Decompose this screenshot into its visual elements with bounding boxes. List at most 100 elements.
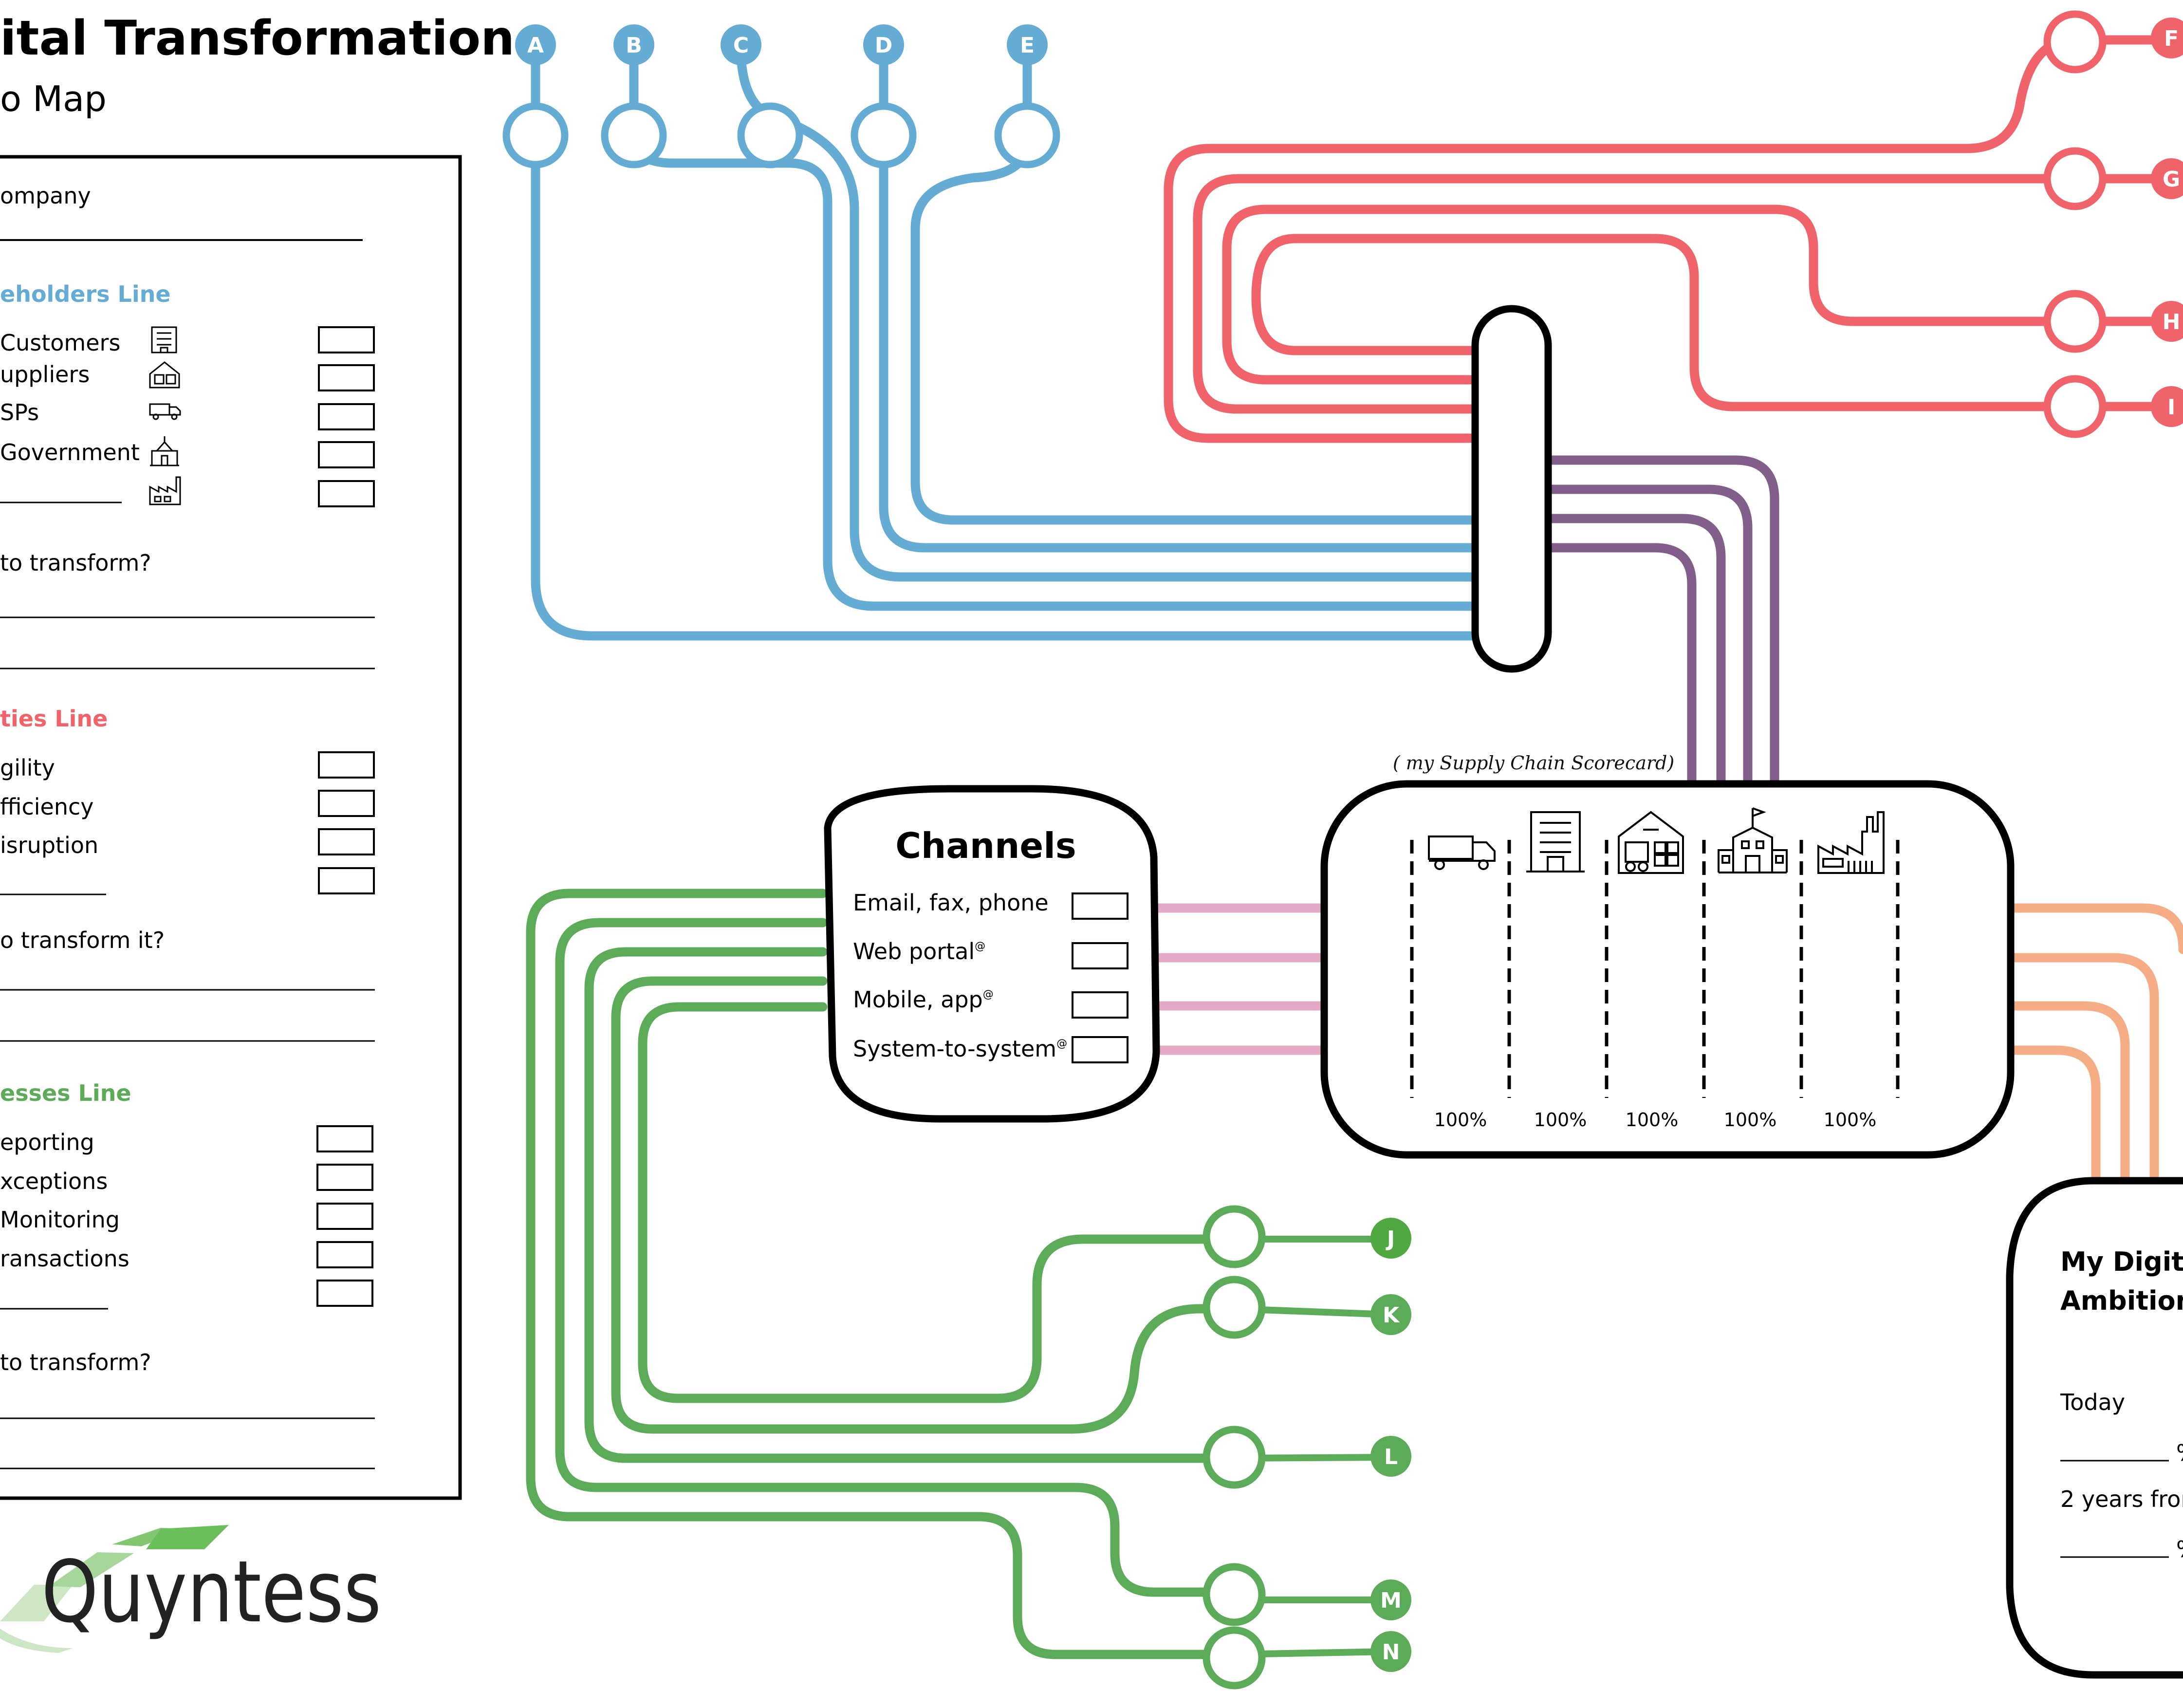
station-h-label: H (2163, 310, 2181, 334)
stakeholder-customers-checkbox[interactable] (318, 326, 375, 353)
assessment-form: ompany eholders Line Customers uppliers … (0, 155, 462, 1500)
station-b[interactable]: B (601, 24, 667, 168)
route-h (1222, 204, 2183, 385)
station-h-badge[interactable] (2151, 301, 2183, 342)
station-f[interactable]: F (2043, 10, 2183, 74)
route-i (1251, 234, 2183, 411)
process-transactions-checkbox[interactable] (316, 1241, 373, 1268)
station-j[interactable]: J (1202, 1205, 1411, 1268)
station-i[interactable]: I (2043, 375, 2183, 438)
station-e-badge[interactable] (1007, 24, 1048, 65)
station-e[interactable]: E (994, 24, 1060, 168)
stakeholder-government-checkbox[interactable] (318, 441, 375, 468)
station-i-ring[interactable] (2043, 375, 2107, 438)
route-e (910, 40, 1480, 525)
channel-email-label: Email, fax, phone (853, 890, 1049, 916)
logo-wordmark: Quyntess (41, 1542, 381, 1642)
scorecard-value-customers: 100% (1534, 1109, 1587, 1131)
stakeholder-suppliers-checkbox[interactable] (318, 364, 375, 391)
station-l-label: L (1384, 1445, 1398, 1469)
station-k-ring[interactable] (1202, 1276, 1266, 1339)
priority-disruption-checkbox[interactable] (318, 828, 375, 855)
process-other-checkbox[interactable] (316, 1280, 373, 1307)
process-reporting-checkbox[interactable] (316, 1125, 373, 1152)
channel-mobile-app-label: Mobile, app@ (853, 986, 994, 1013)
warehouse-icon (1618, 811, 1684, 874)
stakeholder-lsps-checkbox[interactable] (318, 403, 375, 430)
station-k-badge[interactable] (1370, 1294, 1411, 1335)
station-n-badge[interactable] (1370, 1631, 1411, 1672)
ambition-title-line2: Ambition (2060, 1285, 2183, 1316)
station-g-ring[interactable] (2043, 147, 2107, 210)
station-m-ring[interactable] (1202, 1563, 1266, 1626)
station-j-badge[interactable] (1370, 1218, 1411, 1259)
station-a-badge[interactable] (515, 24, 556, 65)
station-m-badge[interactable] (1370, 1579, 1411, 1620)
process-monitoring-checkbox[interactable] (316, 1203, 373, 1230)
scorecard-dividers (1410, 840, 1900, 1098)
channel-mobile-app-checkbox[interactable] (1072, 991, 1128, 1019)
channel-system-checkbox[interactable] (1072, 1036, 1128, 1063)
station-g[interactable]: G (2043, 147, 2183, 210)
station-a-ring[interactable] (502, 102, 569, 168)
route-k (611, 976, 1241, 1434)
priority-other-checkbox[interactable] (318, 867, 375, 894)
scorecard-to-ambition-route-group (2006, 903, 2183, 1188)
station-l-ring[interactable] (1202, 1426, 1266, 1489)
station-b-ring[interactable] (601, 102, 667, 168)
priority-disruption-label: isruption (0, 832, 98, 858)
station-d-ring[interactable] (851, 102, 917, 168)
station-g-badge[interactable] (2151, 158, 2183, 199)
station-m[interactable]: M (1202, 1563, 1411, 1626)
station-h-ring[interactable] (2043, 290, 2107, 353)
station-k-label: K (1383, 1303, 1400, 1328)
station-b-badge[interactable] (613, 24, 654, 65)
company-label: ompany (0, 183, 91, 209)
ambition-box (2006, 1177, 2183, 1679)
building-icon (151, 326, 177, 353)
station-g-label: G (2163, 167, 2180, 192)
route-m (555, 918, 1239, 1597)
route-c (736, 40, 1480, 582)
station-k[interactable]: K (1202, 1276, 1411, 1339)
station-d-badge[interactable] (863, 24, 904, 65)
priority-agility-checkbox[interactable] (318, 751, 375, 779)
station-j-ring[interactable] (1202, 1205, 1266, 1268)
station-n-ring[interactable] (1202, 1626, 1266, 1689)
logo-swoosh (0, 1629, 73, 1653)
logo-leaf-4 (146, 1525, 229, 1549)
station-c-ring[interactable] (737, 102, 803, 168)
page-subtitle: o Map (0, 78, 107, 119)
interchange-to-scorecard-route-group (1543, 455, 1779, 794)
station-l[interactable]: L (1202, 1426, 1411, 1489)
station-c-badge[interactable] (721, 24, 761, 65)
station-d[interactable]: D (851, 24, 917, 168)
channel-web-portal-checkbox[interactable] (1072, 942, 1128, 969)
channel-email-checkbox[interactable] (1072, 892, 1128, 920)
ambition-future-label: 2 years from (2060, 1486, 2183, 1512)
process-exceptions-checkbox[interactable] (316, 1164, 373, 1191)
station-i-badge[interactable] (2151, 386, 2183, 427)
priority-efficiency-checkbox[interactable] (318, 790, 375, 817)
channels-to-scorecard-route-group (1154, 903, 1324, 1055)
station-f-badge[interactable] (2151, 18, 2183, 58)
station-l-badge[interactable] (1370, 1436, 1411, 1477)
station-c[interactable]: C (721, 24, 803, 168)
station-n[interactable]: N (1202, 1626, 1411, 1689)
stakeholders-route-group (531, 40, 1480, 641)
stakeholders-question: to transform? (0, 550, 151, 576)
route-g (1193, 174, 2183, 414)
interchange-hub (1471, 305, 1552, 673)
stakeholder-lsps-label: SPs (0, 399, 39, 426)
station-f-ring[interactable] (2043, 10, 2107, 74)
stakeholder-other-checkbox[interactable] (318, 480, 375, 507)
processes-route-group (526, 889, 1241, 1659)
right-stations: F G H I (2043, 10, 2183, 438)
truck-icon (149, 403, 181, 420)
station-h[interactable]: H (2043, 290, 2183, 353)
station-m-label: M (1380, 1588, 1402, 1613)
station-a[interactable]: A (502, 24, 569, 168)
process-exceptions-label: xceptions (0, 1168, 108, 1194)
station-e-ring[interactable] (994, 102, 1060, 168)
